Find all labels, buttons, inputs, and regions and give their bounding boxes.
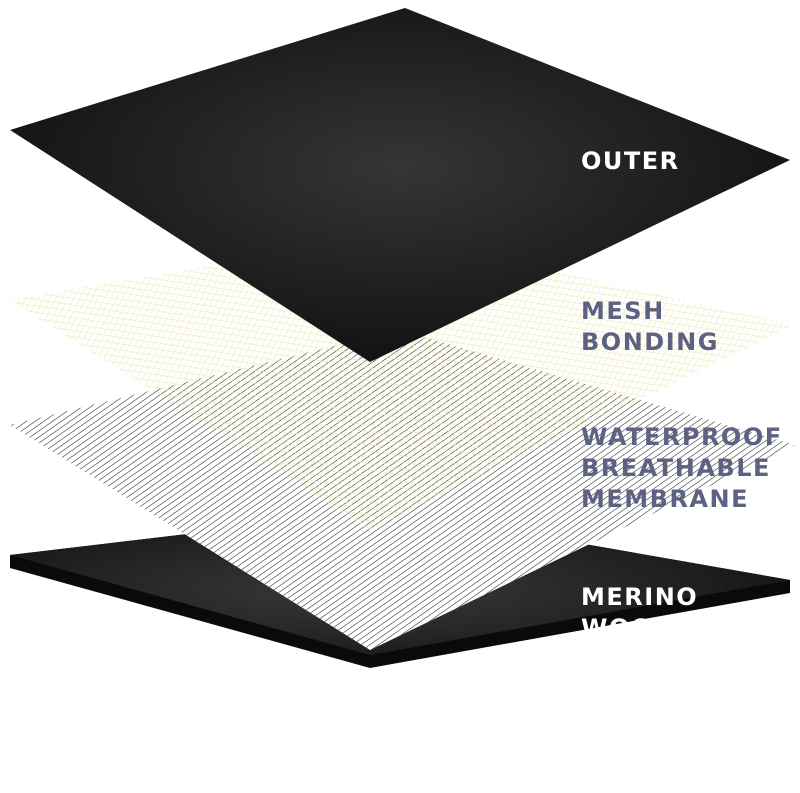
label-mesh-bonding: MESH BONDING [581, 296, 719, 358]
label-line: MERINO [581, 583, 699, 611]
label-line: BONDING [581, 328, 719, 356]
label-line: BREATHABLE [581, 454, 771, 482]
label-line: OUTER [581, 147, 680, 175]
label-outer: OUTER [581, 146, 680, 177]
label-line: WOOL [581, 614, 670, 642]
label-line: MEMBRANE [581, 485, 749, 513]
label-merino-wool: MERINO WOOL [581, 582, 698, 644]
outer-layer [10, 8, 790, 362]
label-membrane: WATERPROOF BREATHABLE MEMBRANE [581, 422, 783, 515]
label-line: WATERPROOF [581, 423, 783, 451]
mesh-layer [10, 235, 795, 530]
label-line: MESH [581, 297, 665, 325]
